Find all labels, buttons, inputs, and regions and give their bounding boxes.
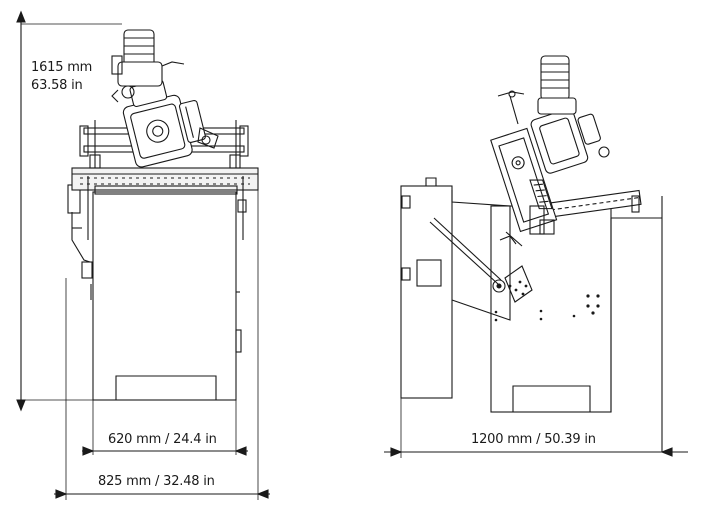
inner-width-label: 620 mm / 24.4 in — [108, 432, 217, 447]
side-depth-dimension-line — [384, 398, 688, 458]
front-view-machine — [67, 29, 259, 401]
height-mm-label: 1615 mm — [31, 60, 93, 75]
height-dimension-line — [16, 10, 122, 412]
height-in-label: 63.58 in — [31, 78, 83, 93]
front-width-dimension-lines — [54, 190, 270, 500]
side-depth-label: 1200 mm / 50.39 in — [471, 432, 596, 447]
outer-width-label: 825 mm / 32.48 in — [98, 474, 215, 489]
side-view-machine — [400, 55, 663, 452]
